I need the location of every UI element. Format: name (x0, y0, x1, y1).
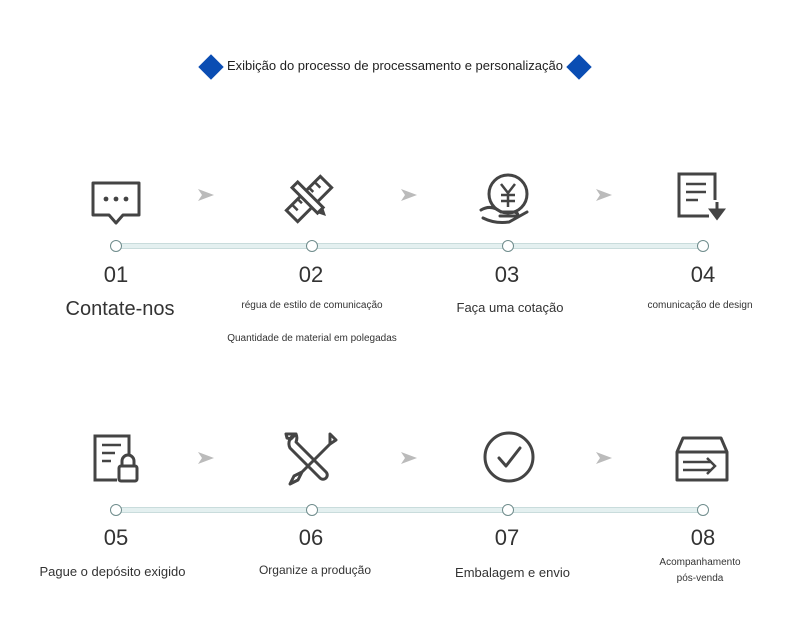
step-label: comunicação de design (647, 300, 753, 311)
step-label: Pague o depósito exigido (39, 564, 186, 579)
ruler-pencil-icon (280, 170, 338, 228)
chevron-right-icon (596, 452, 612, 464)
timeline-node (697, 504, 709, 516)
step-label: régua de estilo de comunicação (241, 300, 383, 311)
timeline-node (697, 240, 709, 252)
step-sublabel: pós-venda (676, 573, 724, 584)
chevron-right-icon (401, 452, 417, 464)
document-lock-icon (87, 430, 145, 488)
document-download-icon (673, 170, 731, 228)
chevron-right-icon (596, 189, 612, 201)
step-label: Embalagem e envio (455, 565, 570, 580)
step-label: Faça uma cotação (456, 300, 564, 315)
step-number: 06 (298, 525, 324, 550)
chat-bubble-icon (87, 173, 145, 231)
timeline-track (116, 243, 703, 249)
box-arrow-icon (673, 430, 731, 488)
timeline-track (116, 507, 703, 513)
step-number: 04 (690, 262, 716, 287)
step-number: 05 (103, 525, 129, 550)
timeline-node (502, 504, 514, 516)
step-label: Acompanhamento (659, 557, 741, 568)
page-title: Exibição do processo de processamento e … (226, 58, 564, 73)
timeline-node (502, 240, 514, 252)
step-label: Organize a produção (258, 563, 372, 577)
tools-icon (282, 428, 340, 486)
step-number: 07 (494, 525, 520, 550)
timeline-node (110, 240, 122, 252)
chevron-right-icon (401, 189, 417, 201)
section-header: Exibição do processo de processamento e … (0, 52, 790, 82)
yen-coin-hand-icon (477, 170, 535, 228)
step-number: 02 (298, 262, 324, 287)
step-label: Contate-nos (65, 298, 175, 320)
step-number: 01 (103, 262, 129, 287)
timeline-node (306, 240, 318, 252)
step-sublabel: Quantidade de material em polegadas (227, 333, 397, 344)
step-number: 08 (690, 525, 716, 550)
chevron-right-icon (198, 452, 214, 464)
timeline-node (110, 504, 122, 516)
chevron-right-icon (198, 189, 214, 201)
step-number: 03 (494, 262, 520, 287)
check-circle-icon (480, 428, 538, 486)
timeline-node (306, 504, 318, 516)
